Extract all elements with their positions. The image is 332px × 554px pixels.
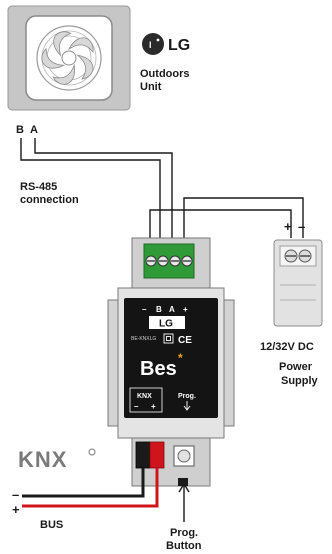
device-prog-label: Prog. [178,393,196,400]
power-supply-label-line2: Supply [281,375,319,387]
bus-wire-minus [22,468,145,498]
screw-icon [157,255,169,267]
device-knx-minus: – [134,402,139,411]
lg-logo: l LG [142,33,190,55]
bus-minus-sign: – [12,487,19,502]
wire-power-minus [149,209,292,246]
maker-logo: Bes [140,358,177,380]
double-insulation-icon [163,333,174,344]
outdoor-unit [7,5,131,111]
power-plus-sign: + [284,219,292,234]
svg-text:l: l [149,40,152,50]
power-supply-block [273,239,323,327]
prog-button-label-line1: Prog. [170,527,198,539]
device-knx-label: KNX [137,393,152,400]
rs485-wires [20,138,173,246]
device-brand-badge-text: LG [159,319,173,330]
screw-icon [181,255,193,267]
screw-icon [145,255,157,267]
power-supply-label-line1: Power [279,361,313,373]
device-terminal-label-b: B [156,305,162,314]
knx-connector-label-box [129,387,163,413]
rs485-label-line1: RS-485 [20,181,57,193]
rs485-label-line2: connection [20,194,79,206]
knx-logo-text: KNX [18,447,67,472]
wire-power-plus [183,197,304,246]
power-wires [149,197,304,246]
terminal-b-label: B [16,124,24,136]
device-serial-text: BE-KNXLG [131,336,156,342]
device-knx-plus: + [151,402,156,411]
terminal-a-label: A [30,124,38,136]
prog-button-arrow [178,482,190,522]
screw-icon [298,249,312,263]
prog-led [178,478,188,486]
knx-connector-minus [135,441,151,469]
lg-brand-text: LG [168,37,190,54]
device-terminal-label-minus: – [142,305,147,314]
knx-logo: KNX [18,447,96,472]
din-rail-device: – B A + LG BE-KNXLG CE Bes * KNX – + Pro… [107,237,235,487]
arrow-down-icon [183,401,191,411]
prog-button-label-line2: Button [166,540,202,552]
ce-mark-icon: CE [178,335,192,346]
power-minus-sign: – [298,219,305,234]
wire-b [20,138,161,246]
device-terminal-label-plus: + [183,305,188,314]
screw-icon [284,249,298,263]
device-terminal-label-a: A [169,305,175,314]
knx-connector-plus [149,441,165,469]
device-brand-badge [149,316,185,329]
fan-icon [36,25,102,91]
bus-plus-sign: + [12,502,20,517]
outdoor-unit-label-line2: Unit [140,81,162,93]
maker-logo-star-icon: * [178,351,183,365]
bus-wire-plus [22,468,159,508]
wire-a [34,138,173,246]
lg-logo-mark [142,33,164,55]
outdoor-unit-label-line1: Outdoors [140,68,190,80]
screw-icon [169,255,181,267]
power-voltage-label: 12/32V DC [260,341,314,353]
bus-label: BUS [40,519,63,531]
